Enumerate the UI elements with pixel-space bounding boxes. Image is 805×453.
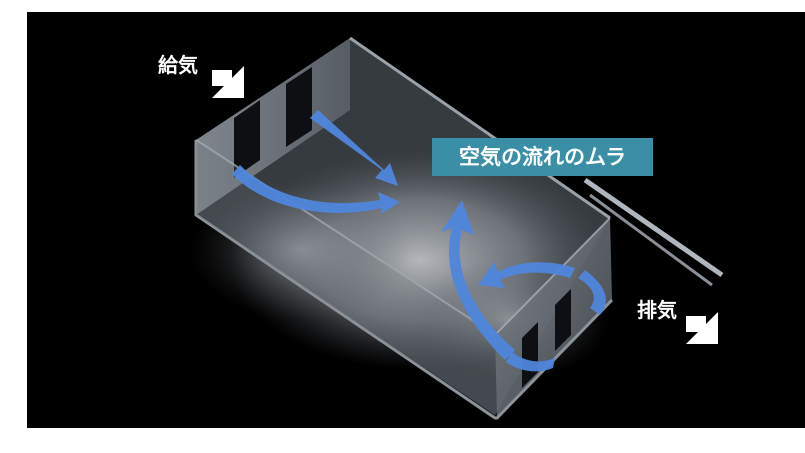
flow-arrow-from-outlet xyxy=(478,262,575,288)
probe-rod xyxy=(583,177,724,278)
inlet-opening xyxy=(286,67,312,147)
flow-arrow-outlet-curve xyxy=(578,270,606,315)
fog-cloud xyxy=(190,180,410,320)
inlet-opening xyxy=(234,100,260,178)
flow-arrow-outlet-curve xyxy=(506,352,555,372)
front-glass xyxy=(196,140,497,418)
outlet-opening xyxy=(522,322,538,388)
flow-arrow-straight xyxy=(310,110,398,186)
exhaust-air-label: 排気 xyxy=(637,298,677,322)
probe-rod xyxy=(589,193,713,287)
uneven-flow-label-box xyxy=(432,138,653,176)
arrow-down-right-icon xyxy=(212,66,244,98)
arrow-down-right-icon xyxy=(686,312,718,344)
airflow-arrows xyxy=(232,110,606,372)
supply-air-label: 給気 xyxy=(158,53,198,77)
uneven-flow-label: 空気の流れのムラ xyxy=(459,145,626,169)
outlet-opening xyxy=(555,289,571,351)
flow-arrow-curved-upper xyxy=(232,165,400,214)
chamber-edge xyxy=(349,36,611,220)
chamber-edge xyxy=(194,140,614,420)
flow-arrow-rising xyxy=(441,200,515,360)
